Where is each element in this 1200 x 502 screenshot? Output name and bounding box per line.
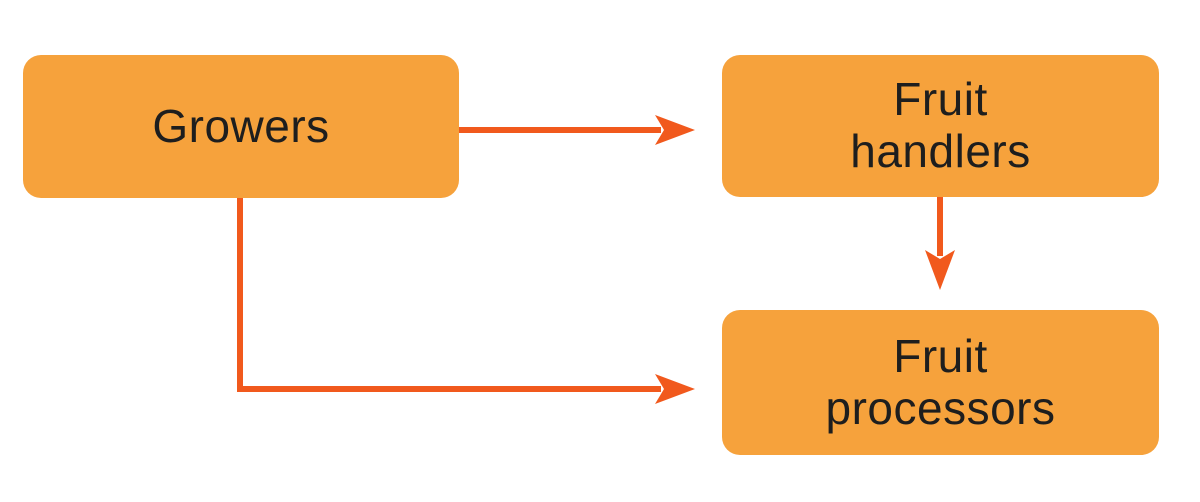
arrowhead-down-icon xyxy=(925,250,955,290)
edge-line xyxy=(237,198,661,392)
edge-growers-to-fruit-processors xyxy=(237,198,695,404)
node-fruit-processors: Fruit processors xyxy=(722,310,1159,455)
arrowhead-right-icon xyxy=(655,115,695,145)
node-growers: Growers xyxy=(23,55,459,198)
node-fruit-handlers-label: Fruit handlers xyxy=(850,73,1031,177)
edge-fruit-handlers-to-fruit-processors xyxy=(925,197,955,290)
edge-growers-to-fruit-handlers xyxy=(459,115,695,145)
node-growers-label: Growers xyxy=(152,99,330,152)
node-fruit-processors-label: Fruit processors xyxy=(825,329,1056,434)
arrowhead-right-icon xyxy=(655,374,695,404)
node-fruit-handlers: Fruit handlers xyxy=(722,55,1159,197)
